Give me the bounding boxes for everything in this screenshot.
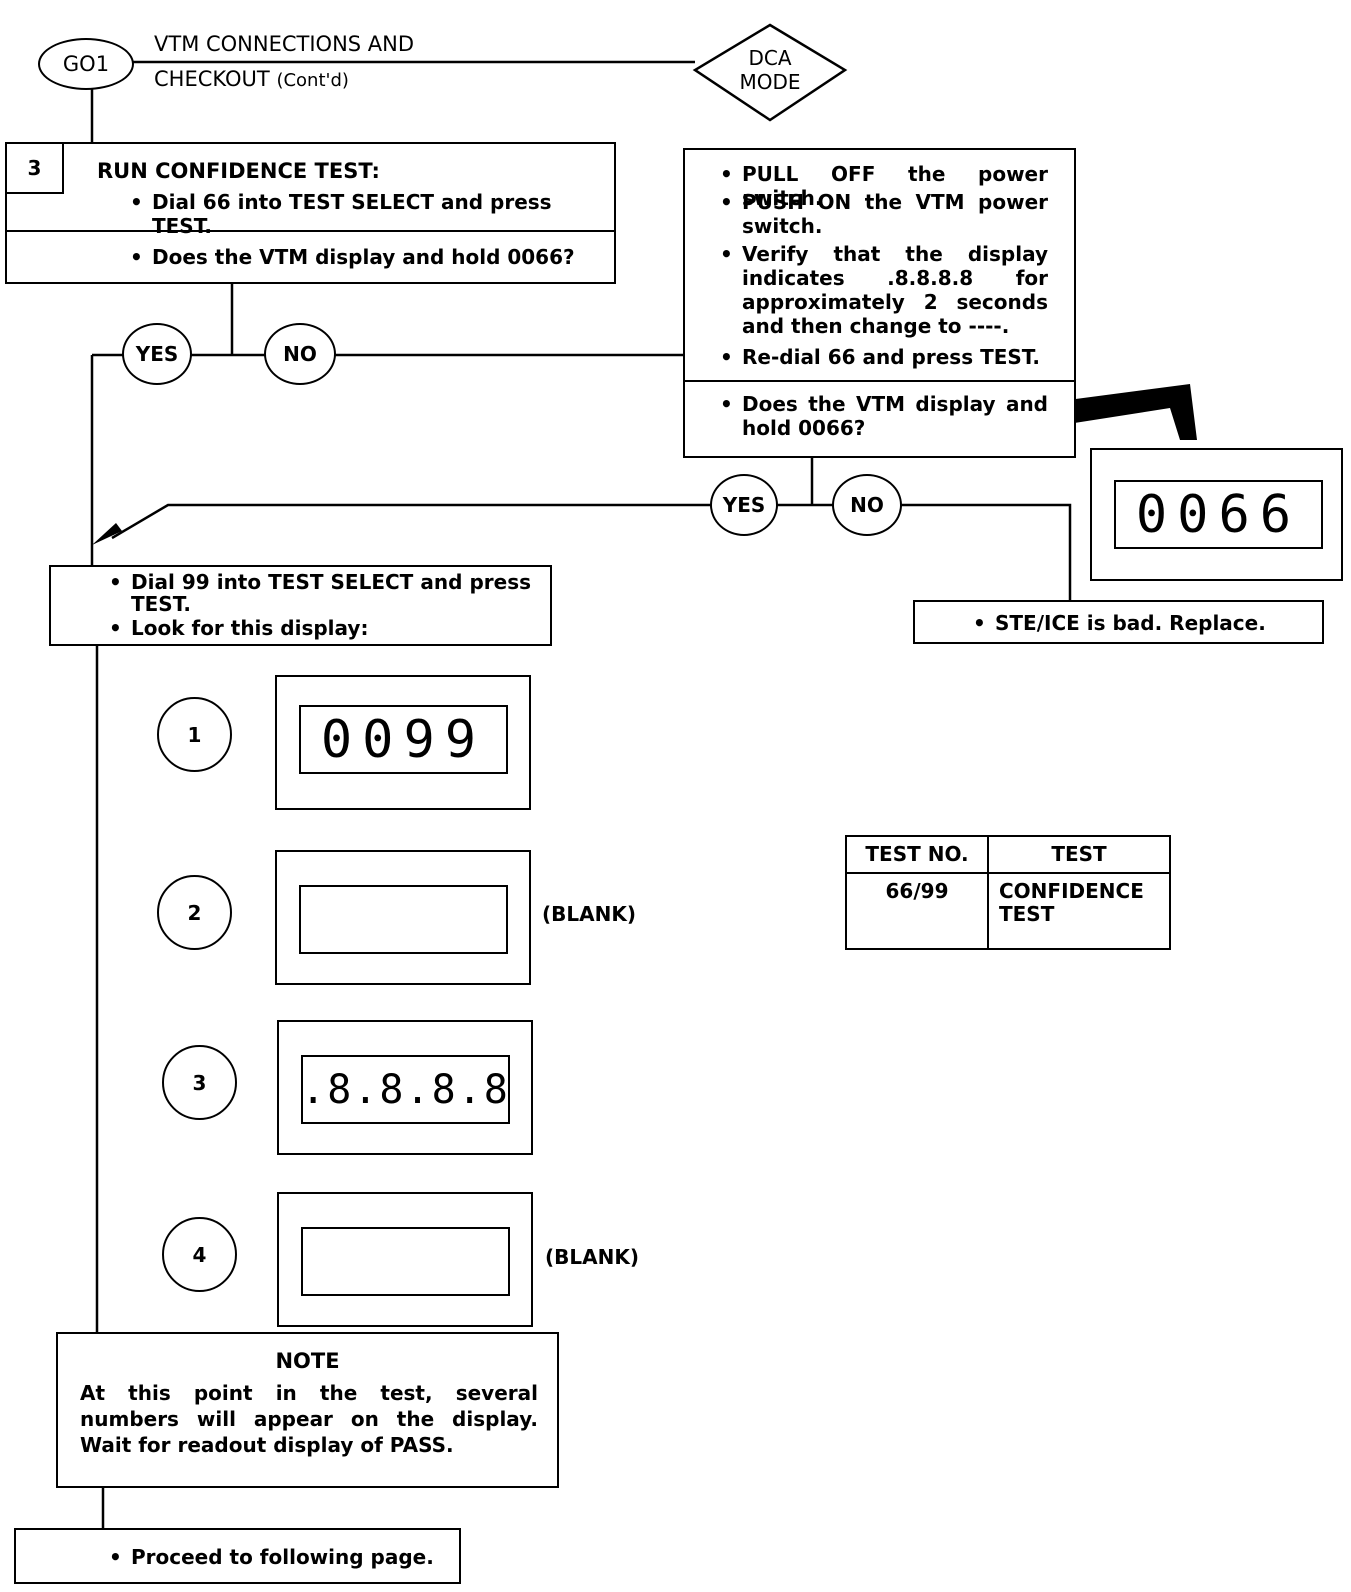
sequence-number-circle: 3 [162,1045,237,1120]
sequence-display-window: 0099 [299,705,508,774]
sequence-display-window [301,1227,510,1296]
step3-title: RUN CONFIDENCE TEST: [97,160,380,183]
yes-label: YES [136,342,179,366]
sequence-display-readout: 0099 [321,710,486,770]
sequence-number-circle: 1 [157,697,232,772]
replace-box: STE/ICE is bad. Replace. [913,600,1324,644]
no-branch-1: NO [264,323,336,385]
final-box: Proceed to following page. [14,1528,461,1584]
sequence-display-frame: .8.8.8.8 [277,1020,533,1155]
header-title-line1: VTM CONNECTIONS AND [154,33,414,56]
dca-label: DCA [725,46,815,70]
power-box: PULL OFF the power switch. PUSH ON the V… [683,148,1076,458]
test-table-cell: 66/99 [846,873,988,949]
sequence-number-circle: 4 [162,1217,237,1292]
step3-question: Does the VTM display and hold 0066? [152,245,575,269]
test-table: TEST NO. TEST 66/99 CONFIDENCE TEST [845,835,1171,950]
header-title-checkout: CHECKOUT [154,67,270,91]
mode-label: MODE [725,70,815,94]
power-question: Does the VTM display and hold 0066? [742,392,1048,440]
yes-branch-1: YES [122,323,192,385]
test-table-header: TEST NO. [846,836,988,873]
note-box: NOTE At this point in the test, several … [56,1332,559,1488]
note-text: At this point in the test, several numbe… [80,1380,538,1458]
final-text: Proceed to following page. [131,1545,434,1569]
power-item: Verify that the display indicates .8.8.8… [742,242,1048,338]
no-label: NO [850,493,884,517]
sequence-display-frame [275,850,531,985]
no-label: NO [283,342,317,366]
sequence-display-window [299,885,508,954]
replace-text: STE/ICE is bad. Replace. [995,611,1266,635]
step3-box: 3 RUN CONFIDENCE TEST: Dial 66 into TEST… [5,142,616,284]
note-title: NOTE [58,1350,557,1373]
header-title-line2: CHECKOUT (Cont'd) [154,68,349,92]
dial-item: Dial 99 into TEST SELECT and press TEST. [131,571,531,615]
test-table-header: TEST [988,836,1170,873]
step3-divider [7,230,614,232]
sequence-display-frame [277,1192,533,1327]
sequence-display-window: .8.8.8.8 [301,1055,510,1124]
sequence-number: 3 [193,1071,207,1095]
display-0066-frame: 0066 [1090,448,1343,581]
step3-number: 3 [28,156,42,180]
sequence-display-frame: 0099 [275,675,531,810]
yes-branch-2: YES [710,474,778,536]
dial-99-box: Dial 99 into TEST SELECT and press TEST.… [49,565,552,646]
power-item: Re-dial 66 and press TEST. [742,345,1048,369]
go-terminal: GO1 [38,38,134,90]
sequence-caption: (BLANK) [545,1246,639,1269]
sequence-display-readout: .8.8.8.8 [301,1067,510,1113]
test-table-cell: CONFIDENCE TEST [988,873,1170,949]
test-table-header-row: TEST NO. TEST [846,836,1170,873]
power-divider [685,380,1074,382]
test-table-row: 66/99 CONFIDENCE TEST [846,873,1170,949]
display-0066-window: 0066 [1114,480,1323,549]
no-branch-2: NO [832,474,902,536]
sequence-number: 2 [188,901,202,925]
sequence-number: 1 [188,723,202,747]
sequence-number: 4 [193,1243,207,1267]
power-item: PUSH ON the VTM power switch. [742,190,1048,238]
step3-number-box: 3 [7,144,64,194]
header-title-suffix: (Cont'd) [276,70,348,91]
sequence-caption: (BLANK) [542,903,636,926]
sequence-number-circle: 2 [157,875,232,950]
dca-mode-label: DCA MODE [725,46,815,94]
dial-item: Look for this display: [131,617,368,639]
go-label: GO1 [63,52,109,76]
display-0066-readout: 0066 [1136,485,1301,545]
yes-label: YES [723,493,766,517]
